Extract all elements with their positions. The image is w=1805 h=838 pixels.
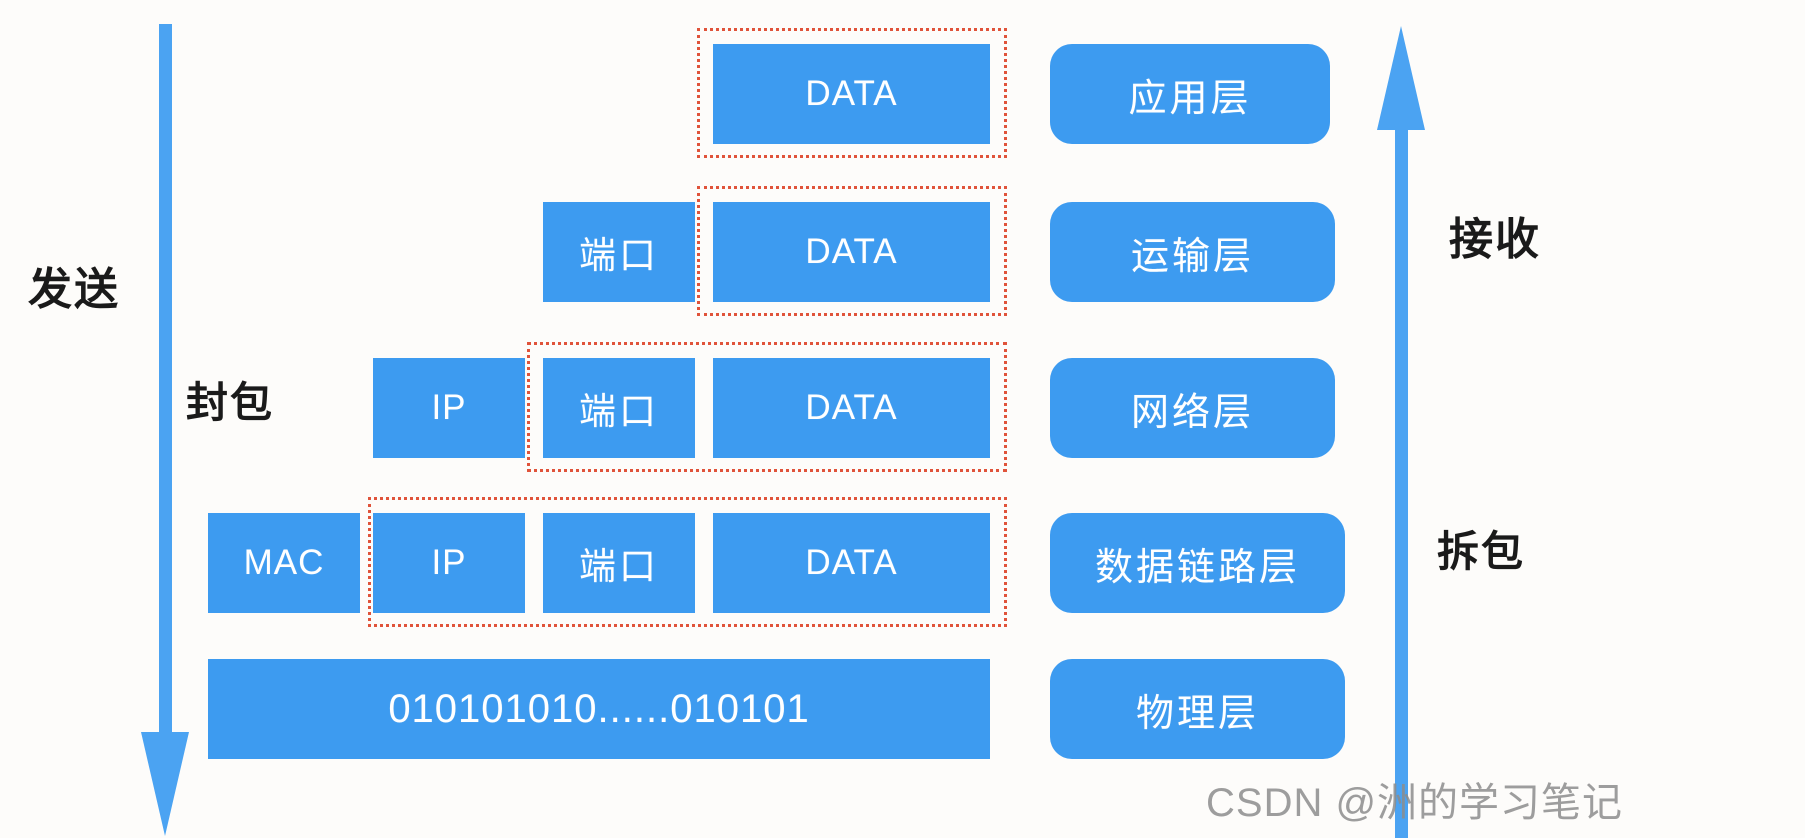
- packet-field-ip-datalink: IP: [373, 513, 525, 613]
- packet-field-data-datalink: DATA: [713, 513, 990, 613]
- layer-pill-physical: 物理层: [1050, 659, 1345, 759]
- decapsulate-label: 拆包: [1437, 528, 1526, 575]
- layer-pill-transport: 运输层: [1050, 202, 1335, 302]
- receive-arrow-icon: [1377, 26, 1425, 838]
- receive-arrow: [1373, 24, 1429, 838]
- packet-field-port-transport: 端口: [543, 202, 695, 302]
- packet-field-data-transport: DATA: [713, 202, 990, 302]
- packet-field-port-datalink: 端口: [543, 513, 695, 613]
- packet-field-port-network: 端口: [543, 358, 695, 458]
- packet-field-bitstream-physical: 010101010......010101: [208, 659, 990, 759]
- send-arrow-icon: [141, 24, 189, 836]
- send-label: 发送: [28, 265, 120, 314]
- packet-field-data-network: DATA: [713, 358, 990, 458]
- layer-pill-datalink: 数据链路层: [1050, 513, 1345, 613]
- receive-label: 接收: [1449, 215, 1541, 264]
- layer-pill-network: 网络层: [1050, 358, 1335, 458]
- encapsulate-label: 封包: [186, 379, 275, 426]
- layer-pill-application: 应用层: [1050, 44, 1330, 144]
- packet-field-data-application: DATA: [713, 44, 990, 144]
- packet-field-ip-network: IP: [373, 358, 525, 458]
- packet-field-mac-datalink: MAC: [208, 513, 360, 613]
- send-arrow: [137, 24, 193, 838]
